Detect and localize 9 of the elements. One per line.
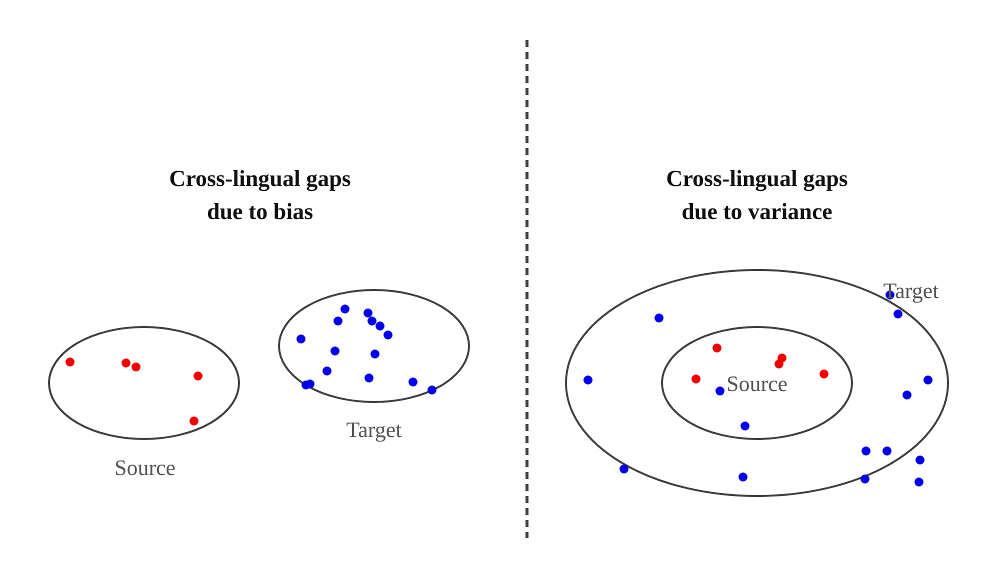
- panel-heading: Cross-lingual gaps due to bias: [168, 165, 352, 226]
- region-label: Target: [345, 417, 403, 443]
- ellipse-region: [661, 326, 853, 440]
- ellipse-region: [565, 269, 949, 497]
- panel-heading: Cross-lingual gaps due to variance: [665, 165, 849, 226]
- region-label: Source: [113, 455, 177, 481]
- region-label: Target: [882, 278, 940, 304]
- region-label: Source: [725, 371, 789, 397]
- ellipse-region: [278, 289, 470, 445]
